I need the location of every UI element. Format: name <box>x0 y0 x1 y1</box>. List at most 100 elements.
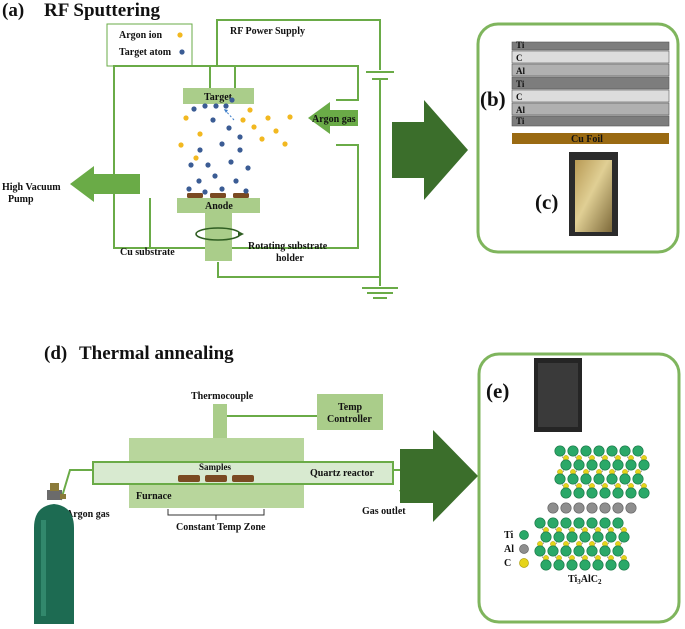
ti-atom-493-6 <box>638 487 650 499</box>
ti-atom-465-3 <box>599 459 611 471</box>
photo-e-sample <box>538 363 578 427</box>
legend-ti-label: Ti <box>504 530 513 541</box>
panel-e: (e) Ti Al C Ti3AlC2 <box>477 352 681 624</box>
layer-6-ti <box>511 115 670 127</box>
target-atom-13 <box>212 173 218 179</box>
target-atom-10 <box>228 159 234 165</box>
cu-foil-layer <box>512 133 669 144</box>
target-atom-16 <box>219 186 225 192</box>
ti-atom-465-2 <box>586 459 598 471</box>
ti-atom-537-1 <box>553 531 565 543</box>
ti-atom-523-6 <box>612 517 624 529</box>
ti-atom-551-5 <box>599 545 611 557</box>
argon-gas-inlet-arrow <box>308 102 358 134</box>
ti-atom-493-0 <box>560 487 572 499</box>
layer-2-al <box>511 63 670 77</box>
ti-atom-565-0 <box>540 559 552 571</box>
thermocouple-label: Thermocouple <box>191 391 254 402</box>
argon-inlet-line <box>60 469 93 501</box>
target-atom-2 <box>223 103 229 109</box>
panel-a-title: RF Sputtering <box>44 0 160 21</box>
ti-atom-479-3 <box>593 473 605 485</box>
layer-1-c <box>511 50 670 64</box>
ti-atom-551-4 <box>586 545 598 557</box>
ti-atom-465-0 <box>560 459 572 471</box>
legend-box <box>106 23 193 67</box>
target-atom-7 <box>219 141 225 147</box>
ti-atom-479-5 <box>619 473 631 485</box>
panel-b-letter: (b) <box>480 87 506 111</box>
photo-c-foil <box>575 160 612 232</box>
ti-atom-565-5 <box>605 559 617 571</box>
ti-atom-451-1 <box>567 445 579 457</box>
target-atom-1 <box>213 103 219 109</box>
legend-ti-atom <box>519 530 529 540</box>
cu-foil-label: Cu Foil <box>571 134 603 145</box>
rf-power-supply-label: RF Power Supply <box>230 26 305 37</box>
quartz-reactor-tube <box>92 461 394 485</box>
al-atom-508-0 <box>547 502 559 514</box>
panel-a-letter: (a) <box>2 0 24 21</box>
argon-ion-0 <box>183 115 189 121</box>
ti-atom-523-1 <box>547 517 559 529</box>
ti-atom-479-4 <box>606 473 618 485</box>
ti-atom-565-4 <box>592 559 604 571</box>
panel-d: (d) Thermal annealing Thermocouple Temp … <box>34 343 409 624</box>
ti-atom-493-3 <box>599 487 611 499</box>
al-atom-508-1 <box>560 502 572 514</box>
samples-label: Samples <box>199 462 232 472</box>
ti-atom-493-2 <box>586 487 598 499</box>
rotating-shaft <box>205 213 232 261</box>
cu-substrate-piece-1 <box>187 193 203 198</box>
ti-atom-493-4 <box>612 487 624 499</box>
layer-label-6: Ti <box>516 116 525 126</box>
thermocouple-probe <box>213 404 227 438</box>
formula-ti3alc2: Ti3AlC2 <box>568 574 602 586</box>
temp-controller-box <box>317 394 383 430</box>
ti-atom-493-5 <box>625 487 637 499</box>
target-label: Target <box>204 92 233 103</box>
legend-argon-ion-dot <box>177 32 183 38</box>
cu-substrate-piece-2 <box>210 193 226 198</box>
ti-atom-565-6 <box>618 559 630 571</box>
temp-controller-label-2: Controller <box>327 414 372 425</box>
layer-label-5: Al <box>516 105 525 115</box>
ti-atom-523-4 <box>586 517 598 529</box>
legend-argon-ion-label: Argon ion <box>119 30 163 41</box>
al-atom-508-3 <box>586 502 598 514</box>
layer-label-3: Ti <box>516 79 525 89</box>
constant-zone-label: Constant Temp Zone <box>176 522 266 533</box>
rotating-holder-label-2: holder <box>276 253 304 264</box>
panel-c-letter: (c) <box>535 190 558 214</box>
argon-ion-6 <box>273 128 279 134</box>
al-atom-508-4 <box>599 502 611 514</box>
legend-al-atom <box>519 544 529 554</box>
ti-atom-479-0 <box>554 473 566 485</box>
layer-label-0: Ti <box>516 40 525 50</box>
ti-atom-565-1 <box>553 559 565 571</box>
argon-ion-11 <box>247 107 253 113</box>
ti-atom-537-4 <box>592 531 604 543</box>
target-atom-18 <box>243 188 249 194</box>
cu-substrate-piece-3 <box>233 193 249 198</box>
target-atom-5 <box>210 117 216 123</box>
legend-al-label: Al <box>504 544 514 555</box>
panel-d-letter: (d) <box>44 343 67 364</box>
vacuum-pump-arrow <box>70 166 140 202</box>
sample-2 <box>205 475 227 482</box>
al-atom-508-2 <box>573 502 585 514</box>
ti-atom-551-6 <box>612 545 624 557</box>
ti-atom-551-0 <box>534 545 546 557</box>
rotation-arrow-head <box>238 231 244 237</box>
sample-3 <box>232 475 254 482</box>
gas-outlet-label: Gas outlet <box>362 506 406 517</box>
target-atom-3 <box>229 97 235 103</box>
target-atom-8 <box>237 147 243 153</box>
ti-atom-451-2 <box>580 445 592 457</box>
layer-label-1: C <box>516 53 523 63</box>
argon-gas-label-d: Argon gas <box>66 509 110 520</box>
ti-atom-537-3 <box>579 531 591 543</box>
ti-atom-551-3 <box>573 545 585 557</box>
ti-atom-537-5 <box>605 531 617 543</box>
ti-atom-551-1 <box>547 545 559 557</box>
